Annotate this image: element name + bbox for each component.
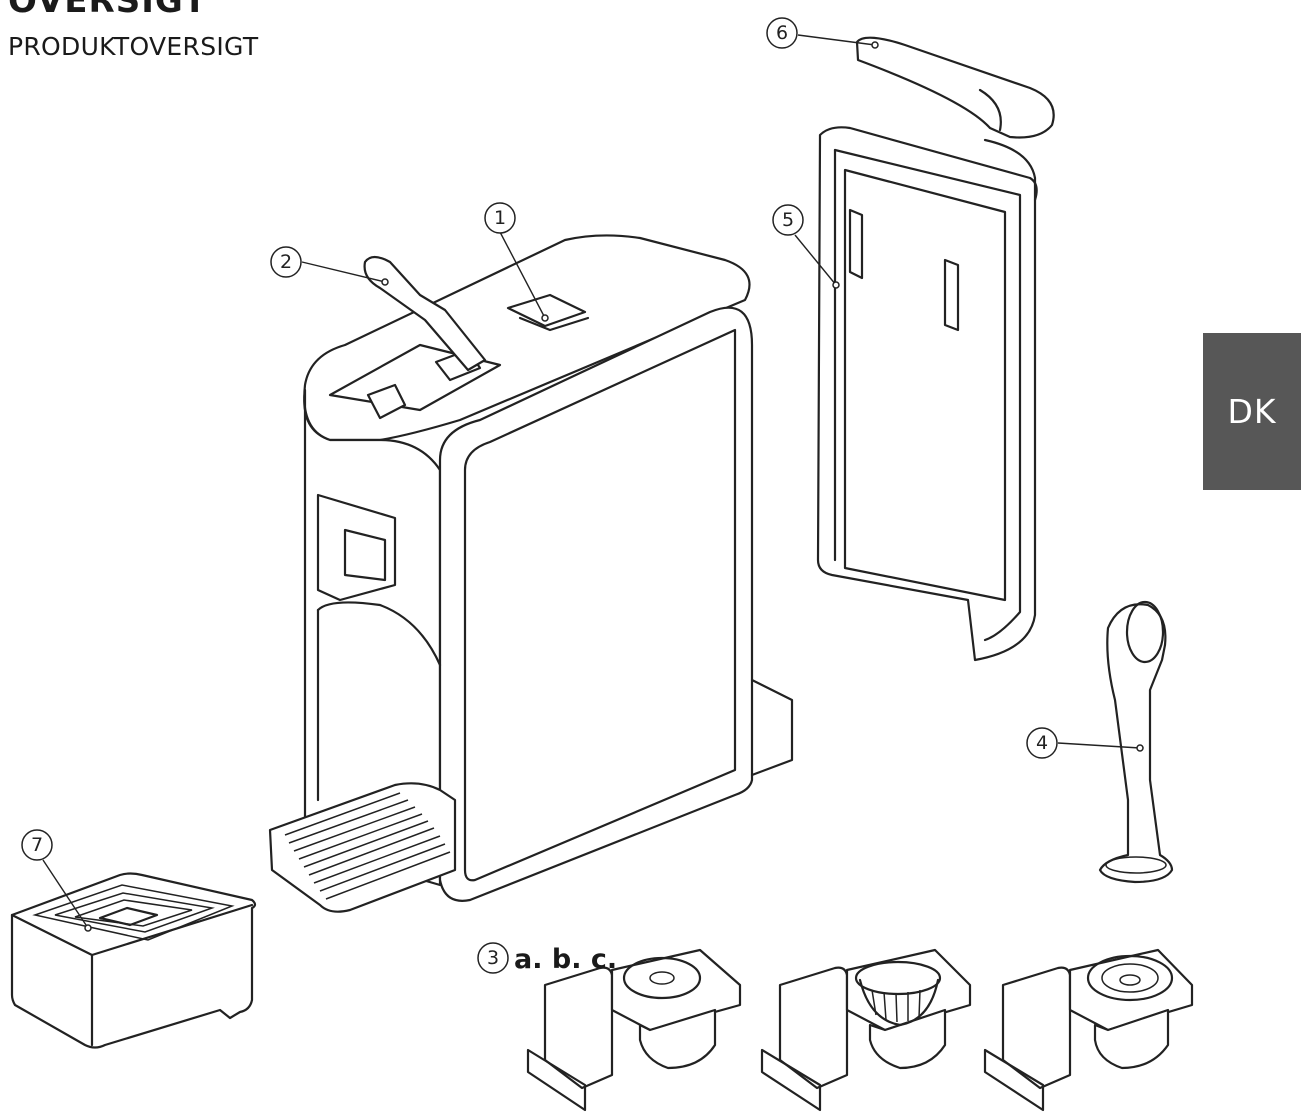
callout-4: 4 [1026,727,1144,759]
drip-tray-illustration [10,872,257,1049]
capsule-adapter-a-illustration [526,948,742,1112]
capsule-adapter-b-illustration [760,948,972,1112]
adapter-variants-label: a. b. c. [514,944,617,975]
callout-1-number: 1 [494,207,506,229]
callout-3: 3 a. b. c. [477,942,617,975]
tank-lid-illustration [855,36,1055,139]
callout-1: 1 [484,202,549,322]
callout-7-number: 7 [31,834,43,856]
capsule-adapter-c-illustration [983,948,1194,1112]
callout-2-number: 2 [280,251,292,273]
callout-7: 7 [21,829,92,932]
callout-3-number: 3 [487,947,499,969]
page-subtitle: PRODUKTOVERSIGT [8,32,259,61]
callout-5-number: 5 [782,209,794,231]
coffee-machine-illustration [268,234,794,913]
water-tank-illustration [816,126,1038,662]
callout-4-number: 4 [1036,732,1048,754]
language-tab-label: DK [1227,392,1277,431]
callout-5: 5 [772,204,840,289]
callout-6: 6 [766,17,879,49]
page-title: OVERSIGT [8,0,208,21]
callout-2: 2 [270,246,389,286]
callout-6-number: 6 [776,22,788,44]
language-tab: DK [1203,333,1301,490]
tamper-illustration [1098,600,1174,884]
